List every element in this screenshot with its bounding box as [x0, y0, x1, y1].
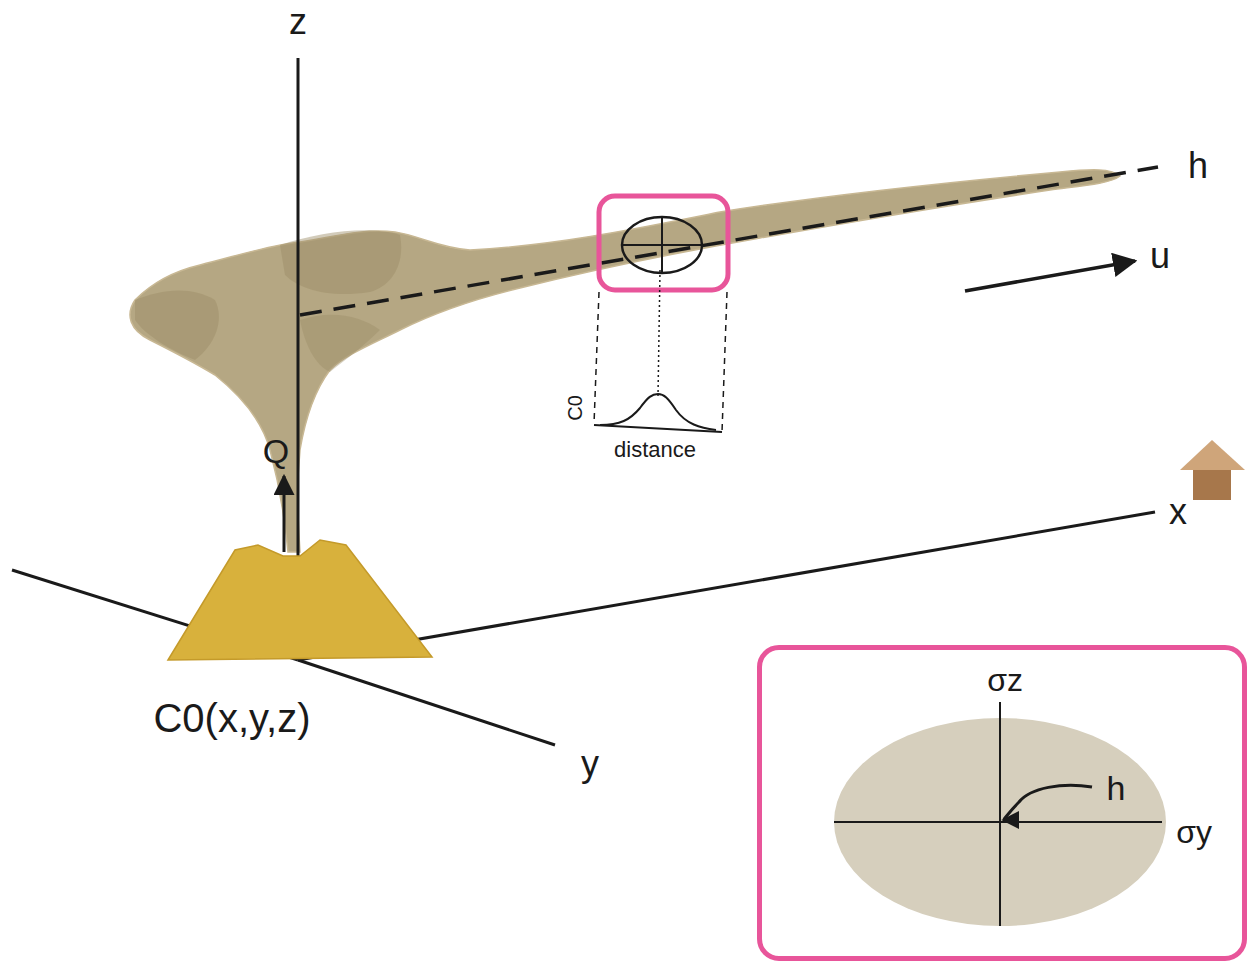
highlight-box: [599, 196, 728, 290]
plume-shade: [135, 291, 219, 360]
wind-label: u: [1150, 238, 1170, 274]
axis-y: [298, 660, 555, 745]
projection-line: [722, 292, 727, 432]
cross-section-inset: σz h σy: [757, 645, 1247, 961]
volcano: [168, 540, 432, 660]
house-roof: [1180, 440, 1245, 470]
gaussian-curve: [600, 394, 716, 430]
sigma-label: σz: [985, 664, 1025, 696]
plume: [130, 170, 1120, 552]
house-body: [1193, 470, 1231, 500]
sigma-label: σy: [1174, 816, 1214, 848]
axis-label: z: [289, 4, 307, 40]
cross-section: [622, 217, 702, 273]
emission-arrow: [283, 476, 286, 552]
height-pointer: [1003, 785, 1092, 820]
wind-arrow: [965, 261, 1135, 291]
plume-shade: [300, 315, 380, 372]
plume-centreline: [300, 167, 1158, 315]
sigma-y-axis: [834, 821, 1162, 823]
axis-label: x: [1169, 494, 1187, 530]
emission-label: Q: [263, 434, 289, 468]
axis-label: y: [581, 746, 599, 782]
distance-label: distance: [614, 439, 696, 461]
cross-line: [661, 217, 663, 273]
axis-x: [298, 512, 1155, 660]
axis-label: h: [1188, 148, 1208, 184]
concentration-label: C0(x,y,z): [153, 698, 310, 738]
height-label: h: [1105, 771, 1128, 805]
projection-line: [594, 292, 599, 424]
concentration-label: C0: [565, 395, 585, 421]
sigma-z-axis: [999, 702, 1001, 926]
projection-line: [658, 270, 660, 396]
